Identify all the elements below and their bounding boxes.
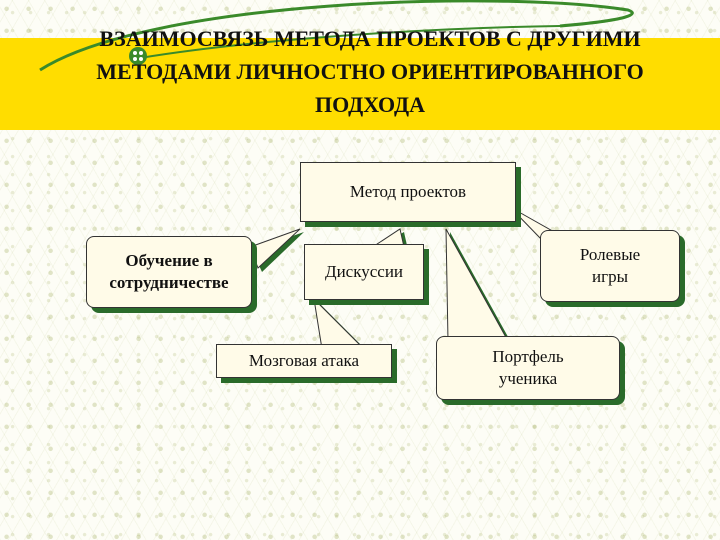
method-projects-label: Метод проектов xyxy=(349,182,467,201)
portfolio-box: Портфель ученика xyxy=(436,336,620,400)
cooperation-label: Обучение в сотрудничестве xyxy=(109,251,229,292)
discussions-box: Дискуссии xyxy=(304,244,424,300)
brainstorm-label: Мозговая атака xyxy=(248,351,360,370)
cooperation-box: Обучение в сотрудничестве xyxy=(86,236,252,308)
portfolio-label: Портфель ученика xyxy=(492,347,564,388)
flower-icon xyxy=(129,47,147,65)
page-title: ВЗАИМОСВЯЗЬ МЕТОДА ПРОЕКТОВ С ДРУГИМИ МЕ… xyxy=(96,26,644,117)
role-games-box: Ролевые игры xyxy=(540,230,680,302)
discussions-label: Дискуссии xyxy=(324,262,404,281)
title-band xyxy=(0,38,720,130)
role-games-label: Ролевые игры xyxy=(579,245,641,286)
method-projects-box: Метод проектов xyxy=(300,162,516,222)
brainstorm-box: Мозговая атака xyxy=(216,344,392,378)
